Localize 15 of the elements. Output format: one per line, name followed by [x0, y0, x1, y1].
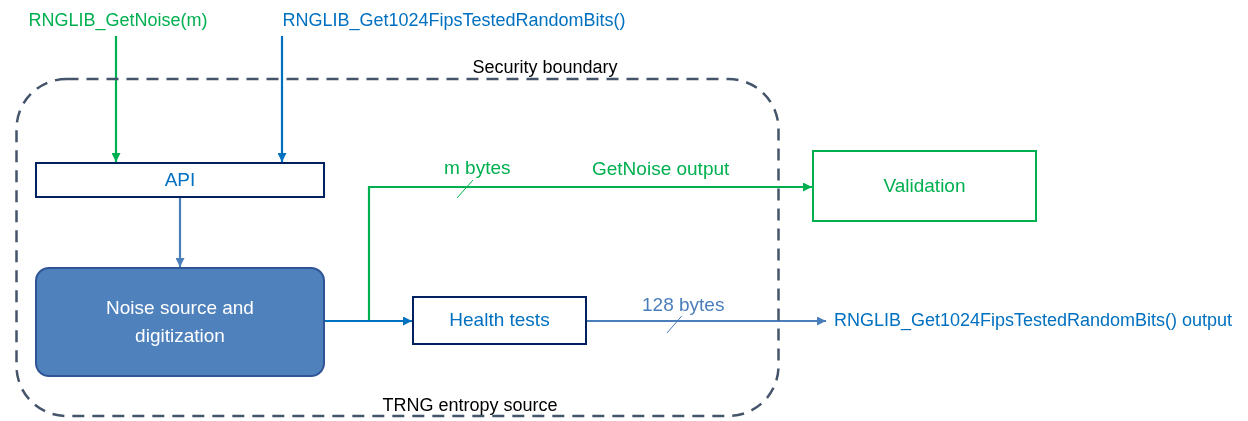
boundary-caption: TRNG entropy source [381, 395, 559, 416]
arrow [175, 198, 185, 267]
arrow [587, 316, 826, 326]
function-label: RNGLIB_Get1024FipsTestedRandomBits() [282, 9, 626, 33]
function-label: RNGLIB_Get1024FipsTestedRandomBits() output [833, 309, 1233, 333]
boundary-heading: Security boundary [471, 57, 619, 78]
arrow [277, 36, 287, 162]
arrow [111, 36, 121, 162]
bus-width-label: m bytes [443, 157, 512, 179]
health-tests-box: Health tests [412, 296, 587, 345]
arrow [325, 316, 412, 326]
api-box: API [35, 162, 325, 198]
validation-box: Validation [812, 150, 1037, 222]
noise-source-box: Noise source and digitization [35, 267, 325, 377]
function-label: RNGLIB_GetNoise(m) [28, 9, 208, 33]
